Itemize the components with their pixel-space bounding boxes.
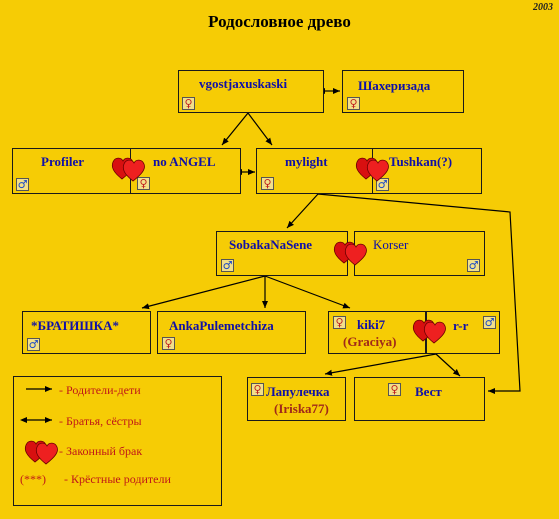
legend-godparents-mark: (***) [20,472,46,486]
node-kiki7[interactable]: ♀ kiki7 (Graciya) [328,311,426,354]
node-name: SobakaNaSene [229,237,313,252]
node-name: no ANGEL [153,154,216,169]
female-icon: ♀ [182,97,195,110]
female-icon: ♀ [347,97,360,110]
node-name: Шахеризада [358,78,431,93]
node-name: Tushkan(?) [389,154,453,169]
node-name: mylight [285,154,328,169]
node-vgostjaxuskaski[interactable]: vgostjaxuskaski ♀ [178,70,324,113]
node-name: Лапулечка [266,384,330,399]
edge-sobaka-kiki [264,275,351,309]
node-lapulechka[interactable]: ♀ Лапулечка (Iriska77) [247,377,346,421]
node-name: Вест [415,384,442,399]
edge-vgost-mylight [247,112,273,146]
node-name: vgostjaxuskaski [199,76,288,91]
edge-mylight-sobaka [286,193,319,229]
male-icon: ♂ [27,338,40,351]
node-name: kiki7 [357,317,386,332]
female-icon: ♀ [388,383,401,396]
node-r-r[interactable]: r-r ♂ [426,311,500,354]
node-name: r-r [453,318,469,333]
node-sobaka-na-sene[interactable]: SobakaNaSene ♂ [216,231,348,276]
node-name: Korser [373,237,409,252]
node-profiler[interactable]: Profiler ♂ [12,148,134,194]
node-name: AnkaPulemetchiza [169,318,274,333]
edge-kiki-vest [435,353,461,377]
node-anka-pulemetchiza[interactable]: AnkaPulemetchiza ♀ [157,311,306,354]
marriage-heart-icon [111,157,145,182]
marriage-heart-icon [355,157,389,182]
legend-siblings-label: - Братья, сёстры [59,414,142,428]
node-tushkan[interactable]: Tushkan(?) ♂ [372,148,482,194]
marriage-heart-icon [412,319,446,344]
male-icon: ♂ [483,316,496,329]
node-bratishka[interactable]: *БРАТИШКА* ♂ [22,311,151,354]
edge-sobaka-bratishka [141,275,266,310]
male-icon: ♂ [467,259,480,272]
female-icon: ♀ [137,177,150,190]
page-title: Родословное древо [208,12,351,31]
node-vest[interactable]: ♀ Вест [354,377,485,421]
node-no-angel[interactable]: no ANGEL ♀ [130,148,241,194]
legend-marriage-label: - Законный брак [59,444,143,458]
node-name: Profiler [41,154,85,169]
female-icon: ♀ [333,316,346,329]
male-icon: ♂ [16,178,29,191]
male-icon: ♂ [221,259,234,272]
legend-parents-label: - Родители-дети [59,383,141,397]
legend-heart-icon [24,440,58,465]
legend-godparents-label: - Крёстные родители [64,472,171,486]
female-icon: ♀ [251,383,264,396]
female-icon: ♀ [261,177,274,190]
node-subname: (Iriska77) [274,401,329,416]
node-name: *БРАТИШКА* [31,318,119,333]
year-label: 2003 [533,2,553,13]
edge-vgost-noangel [221,112,249,146]
edge-mylight-vest [317,193,521,394]
node-korser[interactable]: Korser ♂ [354,231,485,276]
edge-kiki-lapa [324,353,437,376]
female-icon: ♀ [162,337,175,350]
node-subname: (Graciya) [343,334,397,349]
male-icon: ♂ [376,178,389,191]
legend: - Родители-дети - Братья, сёстры - Закон… [13,376,222,506]
node-shaherizada[interactable]: Шахеризада ♀ [342,70,464,113]
marriage-heart-icon [333,241,367,266]
